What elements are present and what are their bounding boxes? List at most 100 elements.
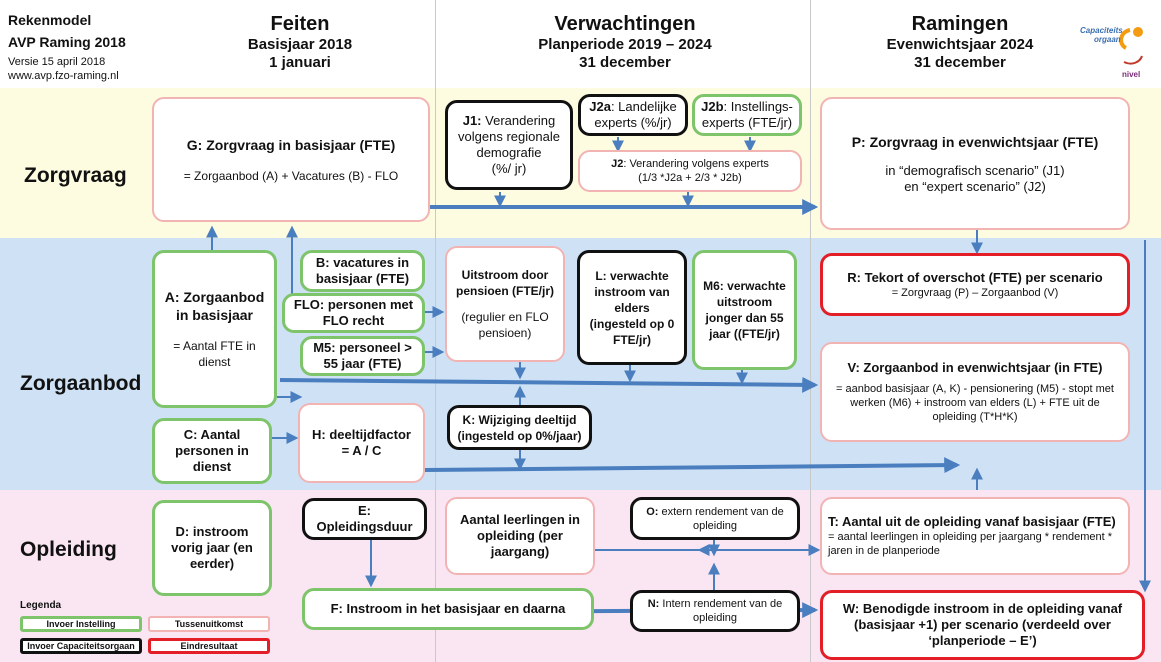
j2-code: J2 (611, 158, 624, 170)
box-h-deeltijdfactor: H: deeltijdfactor = A / C (298, 403, 425, 483)
t-formula: = aantal leerlingen in opleiding per jaa… (828, 531, 1113, 557)
j2a-text: : Landelijke experts (%/jr) (594, 99, 677, 130)
box-g-zorgvraag-basisjaar: G: Zorgvraag in basisjaar (FTE) = Zorgaa… (152, 97, 430, 222)
section-zorgvraag: Zorgvraag (24, 164, 127, 187)
l-title: L: verwachte instroom van elders (ingest… (589, 268, 675, 347)
flo-title: FLO: personen met FLO recht (293, 297, 414, 328)
e-title: E: Opleidingsduur (316, 503, 413, 534)
h-formula: = A / C (341, 443, 382, 458)
box-t-aantal-uit-opleiding: T: Aantal uit de opleiding vanaf basisja… (820, 497, 1130, 575)
uitstroom-sub: (regulier en FLO pensioen) (461, 310, 549, 340)
f-title: F: Instroom in het basisjaar en daarna (330, 601, 566, 616)
box-w-benodigde-instroom: W: Benodigde instroom in de opleiding va… (820, 590, 1145, 660)
logo-text-3: nivel (1122, 70, 1141, 79)
c-title: C: Aantal personen in dienst (175, 427, 249, 474)
column-ramingen: Ramingen Evenwichtsjaar 2024 31 december (860, 12, 1060, 72)
p-line2: en “expert scenario” (J2) (904, 178, 1046, 194)
box-j2b-instellings-experts: J2b: Instellings-experts (FTE/jr) (692, 94, 802, 136)
logo-mark-icon (1119, 27, 1143, 65)
j1-unit: (%/ jr) (491, 161, 527, 176)
p-title: P: Zorgvraag in evenwichtsjaar (FTE) (851, 133, 1099, 150)
box-j2a-landelijke-experts: J2a: Landelijke experts (%/jr) (578, 94, 688, 136)
box-flo-personen: FLO: personen met FLO recht (282, 293, 425, 333)
version-text: Versie 15 april 2018 (8, 56, 106, 68)
box-k-wijziging-deeltijd: K: Wijziging deeltijd (ingesteld op 0%/j… (447, 405, 592, 450)
feiten-title: Feiten (270, 13, 330, 35)
uitstroom-title: Uitstroom door pensioen (FTE/jr) (455, 268, 554, 298)
box-o-extern-rendement: O: extern rendement van de opleiding (630, 497, 800, 540)
box-c-aantal-personen: C: Aantal personen in dienst (152, 418, 272, 484)
o-code: O: (646, 505, 659, 518)
box-f-instroom-basisjaar: F: Instroom in het basisjaar en daarna (302, 588, 594, 630)
m6-title: M6: verwachte uitstroom jonger dan 55 ja… (703, 279, 786, 341)
box-aantal-leerlingen: Aantal leerlingen in opleiding (per jaar… (445, 497, 595, 575)
column-feiten: Feiten Basisjaar 2018 1 januari (200, 12, 400, 72)
g-formula: = Zorgaanbod (A) + Vacatures (B) - FLO (183, 168, 399, 183)
a-formula: = Aantal FTE in dienst (173, 339, 256, 369)
box-j1-demografie: J1: Verandering volgens regionale demogr… (445, 100, 573, 190)
legend-eindresultaat: Eindresultaat (148, 638, 270, 654)
legend-tussenuitkomst: Tussenuitkomst (148, 616, 270, 632)
box-a-zorgaanbod-basisjaar: A: Zorgaanbod in basisjaar = Aantal FTE … (152, 250, 277, 408)
ramingen-title: Ramingen (911, 13, 1009, 35)
box-m6-uitstroom: M6: verwachte uitstroom jonger dan 55 ja… (692, 250, 797, 370)
box-n-intern-rendement: N: Intern rendement van de opleiding (630, 590, 800, 632)
r-title: R: Tekort of overschot (FTE) per scenari… (847, 269, 1103, 285)
ramingen-sub2: 31 december (914, 54, 1006, 71)
legend-title: Legenda (20, 600, 62, 611)
box-r-tekort-overschot: R: Tekort of overschot (FTE) per scenari… (820, 253, 1130, 316)
box-m5-personeel: M5: personeel > 55 jaar (FTE) (300, 336, 425, 376)
t-title: T: Aantal uit de opleiding vanaf basisja… (828, 514, 1116, 529)
j1-text: Verandering volgens regionale demografie (458, 113, 560, 160)
m5-title: M5: personeel > 55 jaar (FTE) (313, 340, 412, 371)
section-opleiding: Opleiding (20, 538, 117, 561)
n-code: N: (647, 598, 660, 610)
j2-text: : Verandering volgens experts (623, 158, 769, 170)
p-line1: in “demografisch scenario” (J1) (885, 162, 1065, 178)
j2b-text: : Instellings-experts (FTE/jr) (701, 99, 793, 130)
b-title: B: vacatures in basisjaar (FTE) (315, 255, 410, 286)
a-title: A: Zorgaanbod in basisjaar (164, 289, 265, 323)
j2-formula: (1/3 *J2a + 2/3 * J2b) (638, 172, 742, 184)
h-title: H: deeltijdfactor (312, 427, 411, 442)
g-title: G: Zorgvraag in basisjaar (FTE) (186, 136, 396, 153)
section-zorgaanbod: Zorgaanbod (20, 372, 142, 395)
o-text: extern rendement van de opleiding (661, 505, 784, 532)
box-v-zorgaanbod-evenwichtsjaar: V: Zorgaanbod in evenwichtsjaar (in FTE)… (820, 342, 1130, 442)
column-verwachtingen: Verwachtingen Planperiode 2019 – 2024 31… (505, 12, 745, 72)
j2a-code: J2a (589, 99, 611, 114)
j2b-code: J2b (701, 99, 724, 114)
r-formula: = Zorgvraag (P) – Zorgaanbod (V) (891, 286, 1059, 299)
n-text: Intern rendement van de opleiding (662, 598, 783, 624)
model-title: Rekenmodel (8, 12, 92, 28)
column-divider (435, 0, 436, 662)
feiten-sub1: Basisjaar 2018 (247, 36, 353, 53)
j1-code: J1: (462, 113, 482, 128)
logo-text-2: orgaan (1094, 35, 1121, 44)
logo-text-1: Capaciteits (1080, 26, 1123, 35)
ramingen-sub1: Evenwichtsjaar 2024 (886, 36, 1034, 53)
box-e-opleidingsduur: E: Opleidingsduur (302, 498, 427, 540)
w-title: W: Benodigde instroom in de opleiding va… (842, 601, 1123, 648)
legend-invoer-capaciteitsorgaan: Invoer Capaciteitsorgaan (20, 638, 142, 654)
box-b-vacatures: B: vacatures in basisjaar (FTE) (300, 250, 425, 292)
url-text: www.avp.fzo-raming.nl (8, 70, 119, 82)
k-sub: (ingesteld op 0%/jaar) (457, 428, 582, 443)
leerlingen-title: Aantal leerlingen in opleiding (per jaar… (460, 512, 580, 559)
box-uitstroom-pensioen: Uitstroom door pensioen (FTE/jr) (reguli… (445, 246, 565, 362)
column-divider (810, 0, 811, 662)
k-title: K: Wijziging deeltijd (462, 412, 577, 427)
box-p-zorgvraag-evenwichtsjaar: P: Zorgvraag in evenwichtsjaar (FTE) in … (820, 97, 1130, 230)
v-formula: = aanbod basisjaar (A, K) - pensionering… (836, 383, 1114, 423)
d-title: D: instroom vorig jaar (en eerder) (171, 524, 253, 571)
legend-invoer-instelling: Invoer Instelling (20, 616, 142, 632)
verwachtingen-sub2: 31 december (579, 54, 671, 71)
model-subtitle: AVP Raming 2018 (8, 34, 126, 50)
box-j2-experts: J2: Verandering volgens experts (1/3 *J2… (578, 150, 802, 192)
verwachtingen-title: Verwachtingen (554, 13, 696, 35)
v-title: V: Zorgaanbod in evenwichtsjaar (in FTE) (847, 360, 1103, 375)
capaciteitsorgaan-logo: Capaciteits orgaan nivel (1080, 22, 1150, 84)
box-l-instroom-elders: L: verwachte instroom van elders (ingest… (577, 250, 687, 365)
verwachtingen-sub1: Planperiode 2019 – 2024 (538, 36, 712, 53)
box-d-instroom-vorig-jaar: D: instroom vorig jaar (en eerder) (152, 500, 272, 596)
